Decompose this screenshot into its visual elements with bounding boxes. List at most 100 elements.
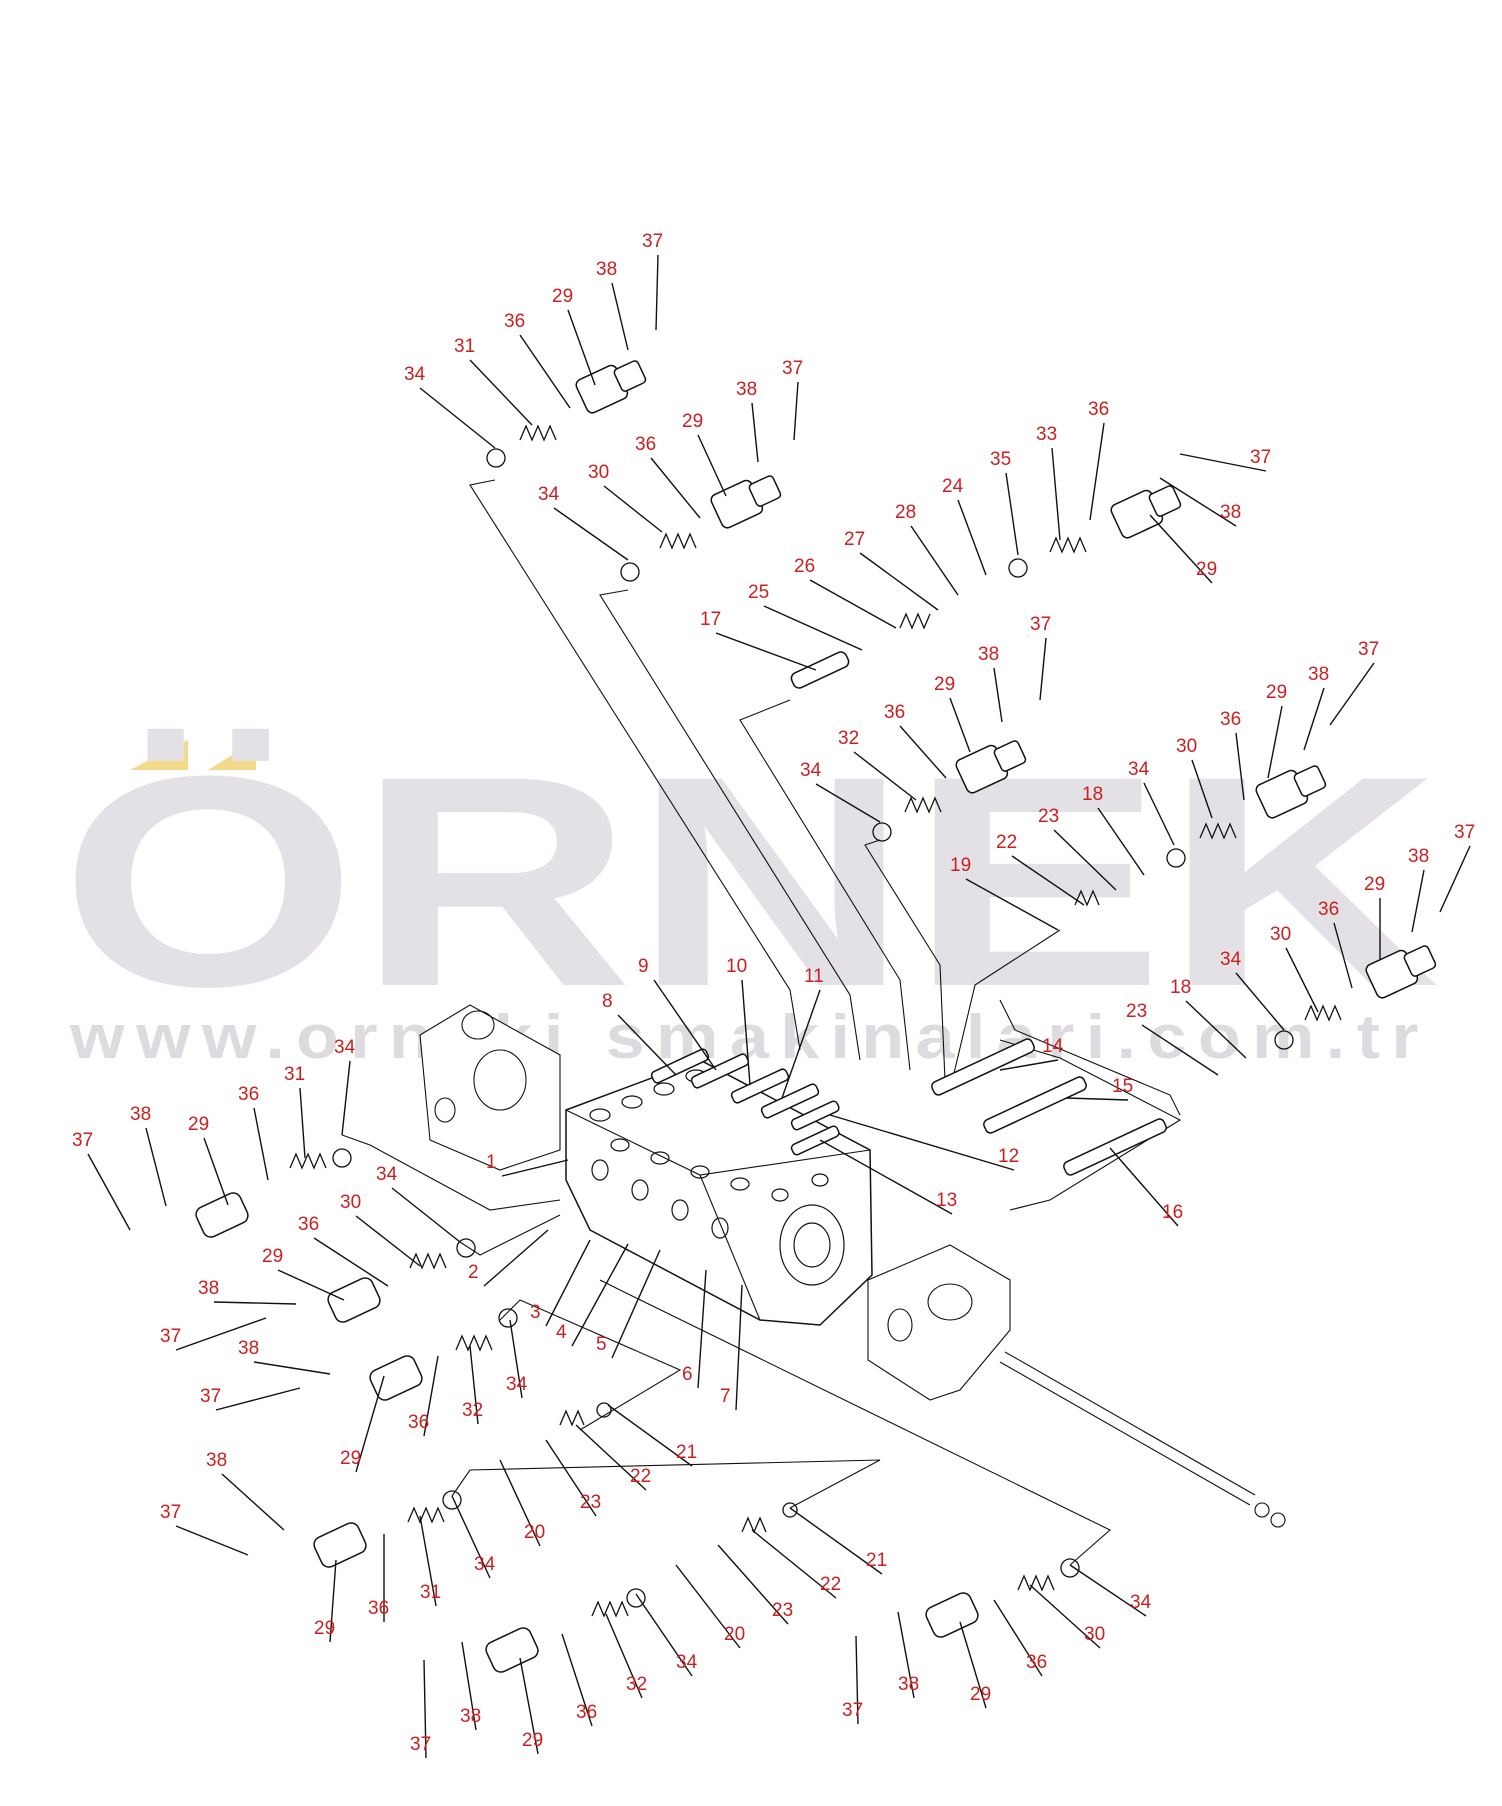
route-line [999, 999, 1181, 1116]
callout-38: 38 [978, 644, 999, 665]
leader-line [499, 1459, 541, 1547]
callout-38: 38 [198, 1278, 219, 1299]
leader-line [603, 485, 663, 533]
leader-line [1109, 1147, 1179, 1227]
leader-line [545, 1239, 591, 1327]
route-line [499, 1299, 682, 1431]
callout-29: 29 [552, 286, 573, 307]
leader-line [501, 1159, 569, 1177]
leader-line [1439, 845, 1471, 913]
leader-line [1089, 422, 1105, 521]
leader-line [1005, 472, 1019, 556]
callout-22: 22 [996, 832, 1017, 853]
callout-37: 37 [642, 231, 663, 252]
leader-line [655, 254, 659, 331]
leader-line [341, 1060, 351, 1136]
callout-29: 29 [934, 674, 955, 695]
spool-11 [760, 1083, 820, 1119]
leader-line [949, 697, 971, 753]
leader-line [781, 989, 821, 1099]
callout-38: 38 [206, 1450, 227, 1471]
callout-29: 29 [314, 1618, 335, 1639]
leader-line [355, 1375, 385, 1473]
callout-34: 34 [1128, 759, 1150, 780]
callout-37: 37 [842, 1700, 863, 1721]
leader-line [483, 1229, 549, 1287]
leader-line [815, 783, 881, 823]
callout-1: 1 [486, 1152, 497, 1173]
callout-34: 34 [1220, 949, 1242, 970]
route-line [459, 1214, 561, 1256]
callout-31: 31 [454, 336, 475, 357]
callout-37: 37 [72, 1130, 93, 1151]
callout-36: 36 [368, 1598, 389, 1619]
callout-15: 15 [1112, 1076, 1133, 1097]
leader-line [355, 1215, 421, 1267]
callout-3: 3 [530, 1302, 541, 1323]
callout-37: 37 [1030, 614, 1051, 635]
leader-line [221, 1473, 285, 1531]
callout-25: 25 [748, 582, 769, 603]
leader-line [423, 1659, 427, 1759]
callout-23: 23 [1038, 806, 1059, 827]
leader-line [469, 359, 533, 426]
leader-line [329, 1559, 337, 1643]
callout-29: 29 [262, 1246, 283, 1267]
callout-34: 34 [538, 484, 560, 505]
leader-line [1065, 1097, 1129, 1101]
tie-rod-edge [1004, 1351, 1256, 1496]
leader-line [793, 381, 799, 441]
leader-line [697, 1269, 707, 1389]
callout-36: 36 [576, 1702, 597, 1723]
route-line [451, 1459, 881, 1509]
leader-line [571, 1243, 629, 1347]
leader-line [910, 525, 959, 596]
leader-line [617, 1014, 677, 1076]
leader-line [741, 979, 751, 1086]
spool-16 [1063, 1118, 1167, 1176]
leader-line [419, 1515, 437, 1607]
callout-36: 36 [408, 1412, 429, 1433]
callout-37: 37 [160, 1502, 181, 1523]
leader-line [1159, 477, 1237, 527]
leader-line [809, 579, 897, 629]
callout-21: 21 [676, 1442, 697, 1463]
spool-15 [983, 1076, 1087, 1134]
route-line [469, 479, 801, 1051]
leader-line [391, 1187, 461, 1243]
leader-line [751, 1529, 837, 1599]
leader-line [469, 1345, 479, 1425]
spool-14 [931, 1038, 1035, 1096]
callout-34: 34 [1130, 1592, 1152, 1613]
leader-line [1039, 637, 1047, 701]
leader-line [203, 1137, 229, 1206]
callout-30: 30 [1084, 1624, 1105, 1645]
callout-29: 29 [1266, 682, 1287, 703]
leader-line [1051, 447, 1061, 541]
callout-34: 34 [404, 364, 426, 385]
callout-6: 6 [682, 1364, 693, 1385]
watermark-accent-left [130, 740, 188, 770]
callout-29: 29 [682, 411, 703, 432]
callout-38: 38 [898, 1674, 919, 1695]
route-line [999, 1039, 1182, 1211]
callout-36: 36 [238, 1084, 259, 1105]
leader-line [451, 1495, 491, 1579]
callout-32: 32 [838, 728, 859, 749]
leader-line [763, 605, 863, 651]
tie-rod-nut [1254, 1502, 1270, 1518]
leader-line [993, 1599, 1043, 1677]
leader-line [423, 1355, 439, 1437]
leader-line [1329, 662, 1375, 726]
callout-8: 8 [602, 991, 613, 1012]
leader-line [1069, 1564, 1147, 1617]
leader-line [653, 979, 717, 1071]
cap-assemblies [195, 360, 1437, 1673]
spool-10 [730, 1068, 790, 1104]
callout-29: 29 [1364, 874, 1385, 895]
callout-37: 37 [160, 1326, 181, 1347]
callout-27: 27 [844, 529, 865, 550]
callout-36: 36 [1026, 1652, 1047, 1673]
callout-30: 30 [1270, 924, 1291, 945]
callout-30: 30 [1176, 736, 1197, 757]
